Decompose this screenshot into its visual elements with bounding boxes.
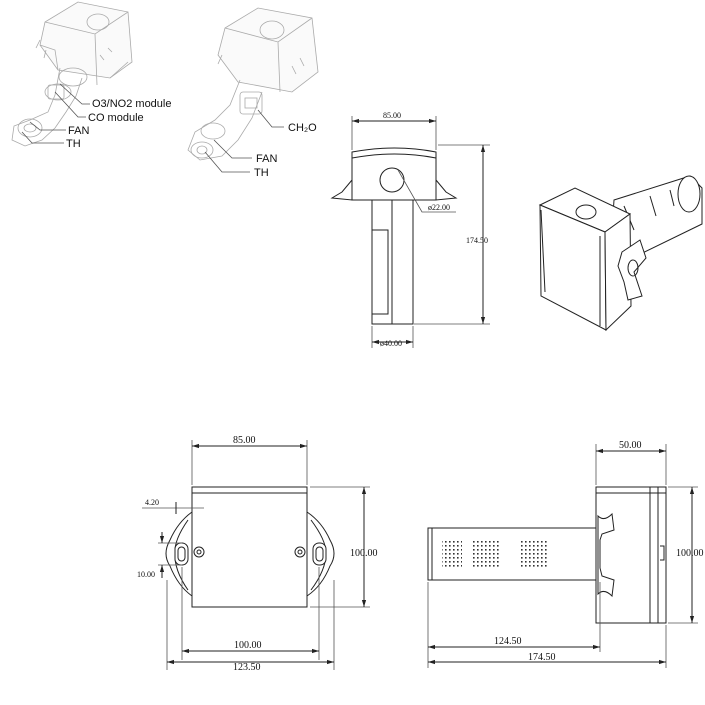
mount-width-dim: 85.00: [233, 435, 256, 446]
exploded-view-1-callouts: O3/NO2 module CO module FAN TH: [21, 83, 171, 150]
exploded-view-ozone-co: [11, 1, 133, 147]
side-height-dim: 100.00: [676, 548, 704, 559]
mount-view-dimensions: 85.00 4.20 10.00 100.00 100.00 123.50: [137, 435, 378, 673]
side-depth-dim: 50.00: [619, 440, 642, 451]
callout-co-module: CO module: [88, 112, 144, 124]
front-tube-dim: ø40.00: [380, 339, 402, 348]
callout-fan-2: FAN: [256, 153, 277, 165]
mount-view-drawing: [165, 486, 335, 608]
mount-height-dim: 100.00: [350, 548, 378, 559]
callout-ch2o: CH₂O: [288, 122, 317, 134]
front-hole-dim: ø22.00: [428, 203, 450, 212]
exploded-view-ch2o: [187, 7, 319, 161]
side-view-dimensions: 50.00 100.00 124.50 174.50: [427, 440, 704, 668]
isometric-view-drawing: [538, 175, 703, 332]
callout-th: TH: [66, 138, 81, 150]
mount-overall-width-dim: 123.50: [233, 662, 261, 673]
side-overall-length-dim: 174.50: [528, 652, 556, 663]
front-view-dimensions: 85.00 ø22.00 174.50 ø40.00: [351, 111, 490, 348]
mount-hole-spacing-dim: 100.00: [234, 640, 262, 651]
callout-th-2: TH: [254, 167, 269, 179]
callout-o3-no2-module: O3/NO2 module: [92, 98, 171, 110]
callout-fan: FAN: [68, 125, 89, 137]
front-width-dim: 85.00: [383, 111, 401, 120]
exploded-view-2-callouts: CH₂O FAN TH: [204, 109, 317, 179]
side-view-drawing: [427, 486, 667, 624]
mount-slot-dim: 10.00: [137, 570, 155, 579]
mount-tab-offset-dim: 4.20: [145, 498, 159, 507]
front-view-drawing: [330, 147, 458, 325]
side-tube-length-dim: 124.50: [494, 636, 522, 647]
front-height-dim: 174.50: [466, 236, 488, 245]
